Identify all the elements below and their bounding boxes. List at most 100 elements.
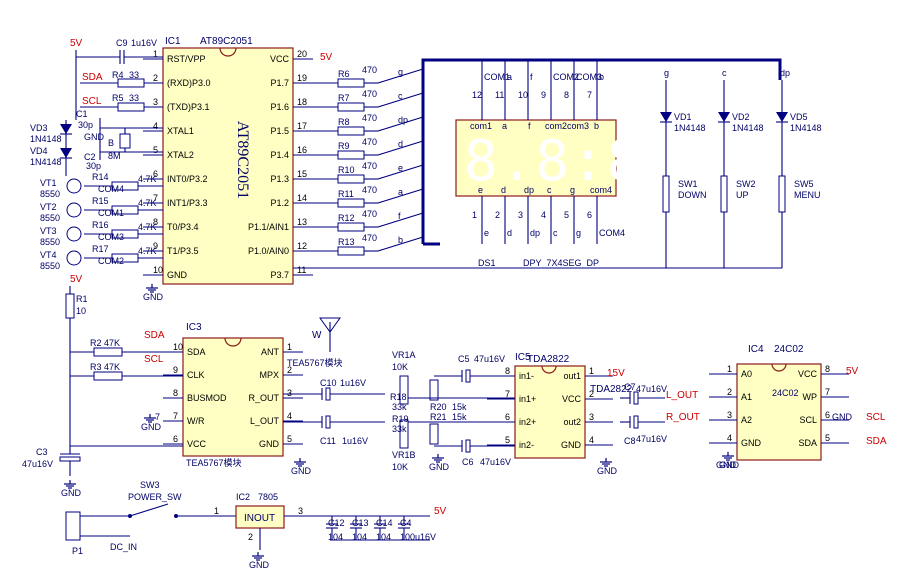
segment-net-label: b [398,235,403,245]
pin-number: 11 [297,265,306,275]
push-button [720,175,728,213]
r2-val: 47K [104,338,120,348]
power-cap-value: 104 [328,532,343,542]
pin-name: ANT [261,347,280,357]
r4-val: 33 [129,70,139,80]
pin-name: GND [167,270,188,280]
r4-ref: R4 [112,70,124,80]
dc-in-label: DC_IN [110,542,137,552]
pin-name: RST/VPP [167,54,206,64]
pin-number: 3 [589,412,594,422]
power-cap-value: 100u16V [400,532,436,542]
base-resistor-value: 4.7K [138,174,157,184]
gnd-label-ic4b: GND [716,460,737,470]
pin-number: 7 [505,389,510,399]
pin-name: P1.7 [270,78,289,88]
pin-number: 6 [153,169,158,179]
ic3-part-side: TEA5767模块 [287,357,343,368]
com-net-label: COM3 [98,232,124,242]
pin-number: 18 [297,97,307,107]
crystal-val: 8M [108,151,121,161]
segment-resistor [337,198,365,208]
ic2-pin3: 3 [298,506,303,516]
r18-ref: R18 [390,392,407,402]
ic2-ref: IC2 [236,492,250,502]
pin-number: 14 [297,193,307,203]
pin-number: 16 [297,145,307,155]
scl-label-3: SCL [866,412,886,423]
ic4-body [736,363,822,461]
base-resistor-ref: R16 [92,220,109,230]
pin-name: P1.4 [270,150,289,160]
pin-name: A0 [741,369,752,379]
pin-name: MPX [259,370,279,380]
pin-number: 3 [287,388,292,398]
display-pin-name: f [530,72,533,82]
display-inner-label: b [594,121,599,131]
pin-name: SDA [798,438,817,448]
c8-val: 47u16V [636,434,667,444]
base-resistor-value: 4.7K [138,246,157,256]
vcc-label-top: 5V [70,38,83,49]
pin-number: 8 [505,366,510,376]
pin-number: 1 [287,342,292,352]
pin-name: XTAL1 [167,126,194,136]
pin-number: 3 [153,97,158,107]
audio-section: C10 1u16V C11 1u16V VR1A 10K R18 33k R19… [283,350,515,472]
vcc-label-r1: 5V [70,274,83,285]
vd3-part: 1N4148 [30,134,62,144]
pin-name: W/R [187,416,205,426]
gnd-label: GND [597,466,618,476]
display-pin-number: 6 [587,210,592,220]
pin-number: 6 [505,412,510,422]
pin-number: 10 [173,342,183,352]
display-pin-number: 5 [564,210,569,220]
gnd-label: GND [141,422,162,432]
pin-number: 6 [173,434,178,444]
pin-name: P1.2 [270,198,289,208]
pin-number: 13 [297,217,307,227]
scl-label-1: SCL [82,96,102,107]
antenna-ref: W [312,330,322,341]
pin-name: P1.3 [270,174,289,184]
display-pin-number: 9 [541,90,546,100]
pin-name: GND [741,438,762,448]
r1-val: 10 [76,306,86,316]
gnd-label: GND [249,560,270,569]
pin-name: VCC [562,394,582,404]
pin-number: 2 [727,387,732,397]
ic3-body [182,337,284,457]
segment-resistor [337,102,365,112]
segment-resistor-value: 470 [362,89,377,99]
display-pin-name: COM2 [553,72,579,82]
button-diode-ref: VD5 [790,112,808,122]
pin-name: in2+ [519,417,536,427]
l-out-label: L_OUT [666,390,698,401]
pin-name: VCC [187,439,207,449]
ic2-pin1: 1 [214,506,219,516]
pin-number: 5 [825,433,830,443]
pin-number: 1 [589,366,594,376]
pin-name: (TXD)P3.1 [167,102,210,112]
power-cap-ref: C13 [352,518,369,528]
display-pin-name: a [507,72,512,82]
gnd-label-ic4: GND [832,412,853,422]
pin-number: 2 [287,365,292,375]
display-ref: DS1 [478,258,496,268]
pin-name: R_OUT [248,393,279,403]
pin-number: 5 [153,145,158,155]
base-resistor-ref: R17 [92,244,109,254]
segment-resistor-value: 470 [362,209,377,219]
sw3-ref: SW3 [140,480,160,490]
ic4-part-top: 24C02 [774,344,804,355]
c10-val: 1u16V [340,378,366,388]
display-inner-label: e [478,185,483,195]
c11-val: 1u16V [342,436,368,446]
push-button [662,175,670,213]
base-resistor [111,181,139,191]
